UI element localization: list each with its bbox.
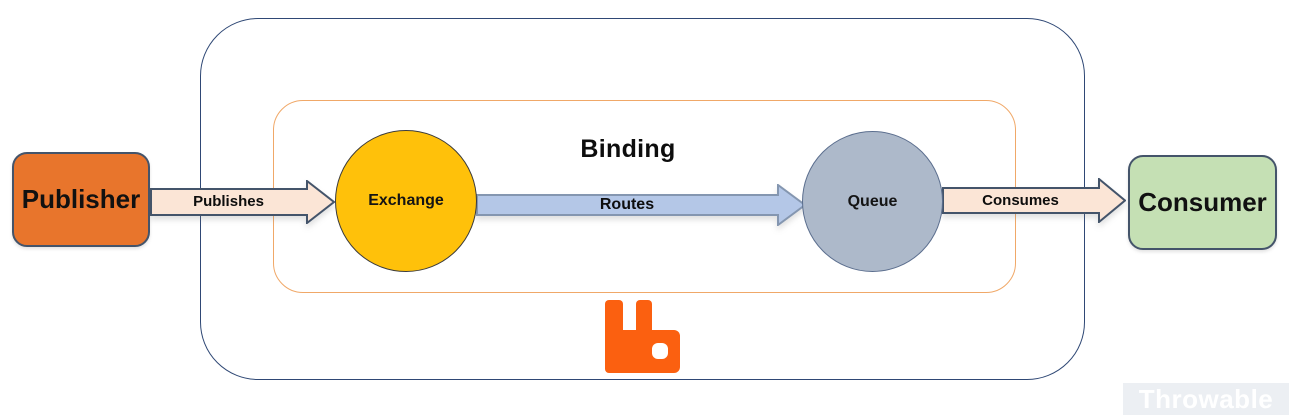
- consumes-arrow: Consumes: [942, 178, 1126, 223]
- right-arrow-icon: [476, 184, 806, 226]
- publishes-arrow: Publishes: [150, 180, 335, 224]
- consumes-label: Consumes: [982, 192, 1059, 209]
- queue-label: Queue: [847, 192, 898, 210]
- routes-label: Routes: [599, 196, 655, 213]
- routes-arrow: Routes: [476, 184, 806, 226]
- queue-node: Queue: [802, 131, 943, 272]
- publisher-node: Publisher: [12, 152, 150, 247]
- publisher-label: Publisher: [21, 184, 141, 214]
- right-arrow-icon: [942, 178, 1126, 223]
- rabbitmq-logo-icon: [605, 300, 680, 373]
- consumer-node: Consumer: [1128, 155, 1277, 250]
- binding-title: Binding: [580, 135, 676, 163]
- exchange-node: Exchange: [335, 130, 477, 272]
- exchange-label: Exchange: [368, 192, 444, 209]
- publishes-label: Publishes: [193, 193, 264, 210]
- consumer-label: Consumer: [1138, 187, 1267, 217]
- right-arrow-icon: [150, 180, 335, 224]
- throwable-watermark: Throwable: [1123, 383, 1289, 415]
